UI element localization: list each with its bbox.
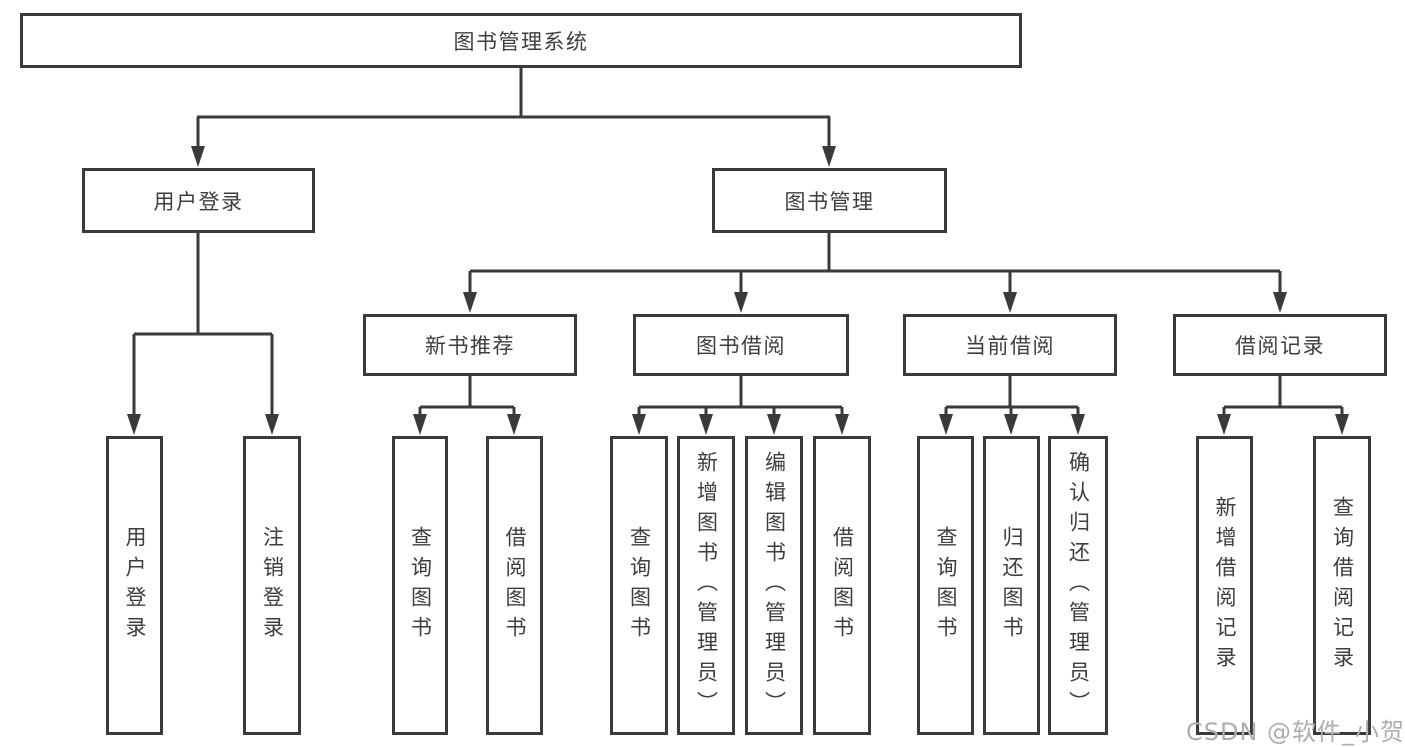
leaf-borrow-query-books: 查询图书 — [610, 436, 668, 735]
arrowhead — [767, 414, 781, 435]
arrowhead — [265, 414, 279, 435]
arrowhead — [1004, 414, 1018, 435]
connector-new-book-to-leaves — [413, 376, 521, 435]
leaf-current-query-books: 查询图书 — [917, 436, 974, 735]
node-book-mgmt-branch: 图书管理 — [712, 168, 947, 233]
arrowhead — [1335, 414, 1349, 435]
arrowhead — [835, 414, 849, 435]
arrowhead — [939, 414, 953, 435]
connector-book-borrow-to-leaves — [632, 376, 849, 435]
node-label: 新增借阅记录 — [1213, 495, 1238, 676]
node-user-login-branch: 用户登录 — [82, 168, 315, 233]
leaf-borrow-add-books-admin: 新增图书（管理员） — [677, 436, 735, 735]
node-current-borrow: 当前借阅 — [903, 314, 1117, 376]
node-root: 图书管理系统 — [20, 13, 1022, 68]
node-label: 用户登录 — [123, 525, 148, 646]
arrowhead — [1217, 414, 1231, 435]
leaf-newbook-borrow-books: 借阅图书 — [486, 436, 543, 735]
node-label: 图书管理 — [784, 189, 875, 214]
node-borrow-record: 借阅记录 — [1173, 314, 1387, 376]
arrowhead — [822, 146, 836, 167]
csdn-watermark: CSDN @软件_小贺同学 — [1186, 718, 1405, 746]
leaf-logout: 注销登录 — [243, 436, 301, 735]
connector-book-mgmt-to-level3 — [463, 233, 1287, 313]
connector-user-login-to-leaves — [127, 233, 279, 435]
arrowhead — [632, 414, 646, 435]
leaf-newbook-query-books: 查询图书 — [392, 436, 448, 735]
arrowhead — [413, 414, 427, 435]
leaf-current-return-books: 归还图书 — [983, 436, 1040, 735]
node-book-borrow: 图书借阅 — [633, 314, 849, 376]
node-label: 借阅记录 — [1235, 334, 1325, 358]
arrowhead — [127, 414, 141, 435]
arrowhead — [699, 414, 713, 435]
node-label: 用户登录 — [153, 189, 244, 214]
leaf-borrow-edit-books-admin: 编辑图书（管理员） — [745, 436, 803, 735]
node-label: 借阅图书 — [830, 525, 855, 646]
node-label: 编辑图书（管理员） — [762, 450, 787, 721]
arrowhead — [1273, 292, 1287, 313]
arrowhead — [191, 146, 205, 167]
node-label: 图书借阅 — [696, 334, 786, 358]
leaf-record-query-borrow-record: 查询借阅记录 — [1313, 436, 1371, 735]
node-label: 查询图书 — [408, 525, 433, 646]
node-label: 当前借阅 — [965, 334, 1055, 358]
node-new-book-rec: 新书推荐 — [363, 314, 577, 376]
node-label: 确认归还（管理员） — [1066, 450, 1091, 721]
arrowhead — [1071, 414, 1085, 435]
node-label: 归还图书 — [1000, 525, 1025, 646]
node-label: 注销登录 — [260, 525, 285, 646]
node-label: 查询借阅记录 — [1330, 495, 1355, 676]
leaf-current-confirm-return-admin: 确认归还（管理员） — [1048, 436, 1108, 735]
node-label: 查询图书 — [934, 525, 959, 646]
connector-root-to-branches — [191, 68, 836, 167]
node-label: 借阅图书 — [503, 525, 528, 646]
node-label: 图书管理系统 — [453, 29, 589, 54]
arrowhead — [1003, 292, 1017, 313]
arrowhead — [507, 414, 521, 435]
connector-current-borrow-to-leaves — [939, 376, 1085, 435]
arrowhead — [463, 292, 477, 313]
connector-borrow-record-to-leaves — [1217, 376, 1349, 435]
leaf-record-add-borrow-record: 新增借阅记录 — [1196, 436, 1253, 735]
leaf-user-login: 用户登录 — [106, 436, 163, 735]
node-label: 查询图书 — [627, 525, 652, 646]
arrowhead — [734, 292, 748, 313]
node-label: 新增图书（管理员） — [694, 450, 719, 721]
leaf-borrow-borrow-books: 借阅图书 — [813, 436, 871, 735]
node-label: 新书推荐 — [425, 334, 515, 358]
